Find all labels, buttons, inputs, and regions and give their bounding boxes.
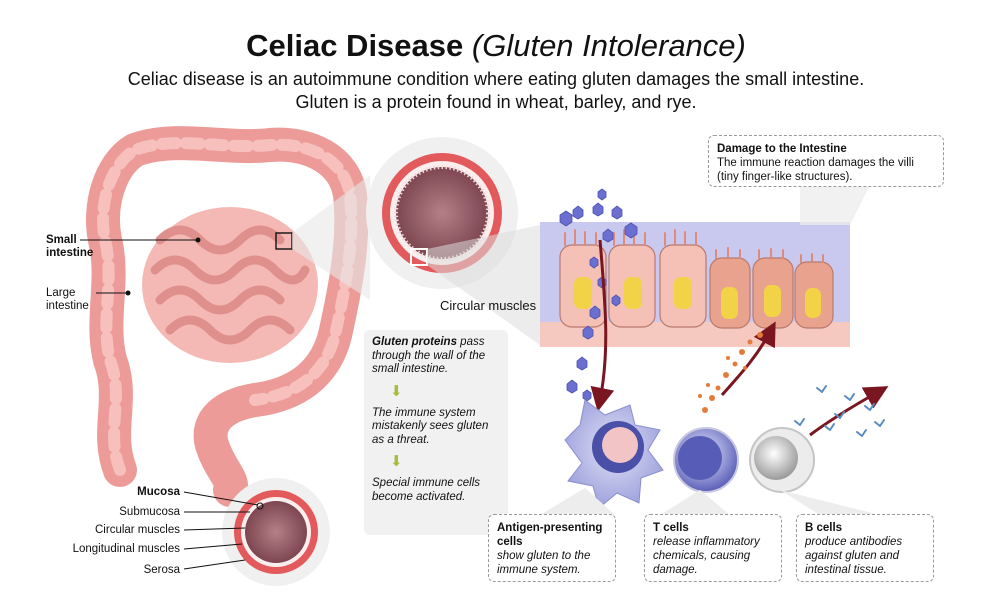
tcell-text: release inflammatory chemicals, causing … [653, 536, 760, 576]
page-title: Celiac Disease (Gluten Intolerance) [0, 27, 992, 65]
antibodies [794, 385, 885, 437]
subtitle-line-1: Celiac disease is an autoimmune conditio… [127, 69, 865, 89]
label-small-intestine: Small intestine [46, 234, 94, 259]
antigen-presenting-cell [564, 399, 664, 509]
bcell-callout: B cells produce antibodies against glute… [796, 514, 934, 582]
process-steps: Gluten proteins pass through the wall of… [364, 330, 508, 535]
label-circular-muscles: Circular muscles [95, 524, 180, 536]
label-large-intestine: Large intestine [46, 287, 89, 312]
small-intestine [142, 207, 318, 363]
step-3: Special immune cells become activated. [372, 477, 481, 503]
label-mucosa: Mucosa [137, 486, 180, 498]
bcell-text: produce antibodies against gluten and in… [805, 536, 903, 576]
tcell-callout: T cells release inflammatory chemicals, … [644, 514, 782, 582]
damage-text: The immune reaction damages the villi (t… [717, 157, 914, 183]
label-circular-muscles-zoom: Circular muscles [440, 298, 537, 313]
cross-section-large [292, 137, 540, 345]
gluten-arrow [590, 239, 615, 412]
label-longitudinal-muscles: Longitudinal muscles [72, 543, 180, 555]
gluten-particles [559, 188, 638, 402]
title-paren: (Gluten Intolerance) [471, 28, 746, 63]
b-cell [749, 427, 815, 493]
down-arrow-icon: ⬇ [390, 453, 403, 470]
t-cell [673, 427, 739, 493]
damage-callout: Damage to the Intestine The immune react… [708, 135, 944, 187]
step-2: The immune system mistakenly sees gluten… [372, 406, 489, 446]
step-1-rest: pass through the wall of the small intes… [372, 336, 486, 375]
apc-callout: Antigen-presenting cells show gluten to … [488, 514, 616, 582]
step-1: Gluten proteins pass through the wall of… [372, 336, 500, 377]
cross-section-small [222, 478, 330, 586]
large-intestine [86, 126, 369, 507]
label-serosa: Serosa [143, 564, 180, 576]
label-submucosa: Submucosa [119, 506, 180, 518]
apc-text: show gluten to the immune system. [497, 550, 591, 576]
inflammatory-chemicals [698, 332, 763, 413]
villi-panel [540, 222, 850, 347]
bcell-heading: B cells [805, 522, 843, 534]
damage-heading: Damage to the Intestine [717, 143, 847, 155]
title-main: Celiac Disease [246, 28, 464, 63]
down-arrow-icon: ⬇ [390, 382, 403, 400]
subtitle-line-2: Gluten is a protein found in wheat, barl… [295, 92, 697, 112]
apc-heading: Antigen-presenting cells [497, 522, 603, 548]
tcell-heading: T cells [653, 522, 689, 534]
step-1-bold: Gluten proteins [372, 336, 457, 348]
